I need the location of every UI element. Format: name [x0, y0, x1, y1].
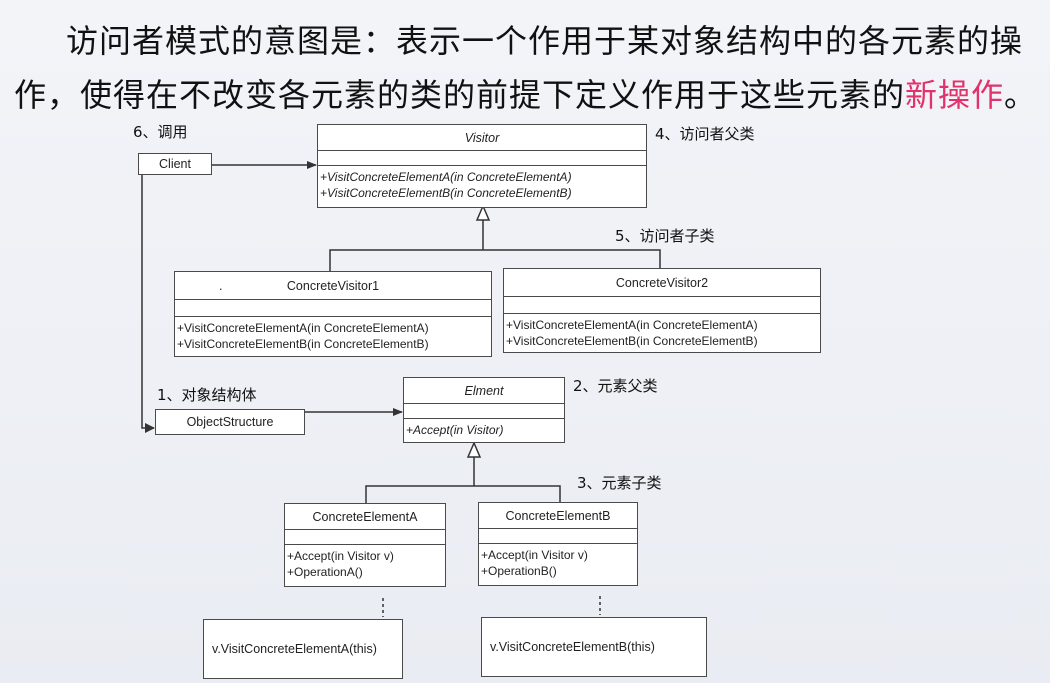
client-objectstructure-arrowhead: [145, 423, 155, 433]
element-operations: +Accept(in Visitor): [404, 418, 564, 441]
concrete-element-a-attributes: [285, 529, 445, 544]
stray-dot: .: [219, 279, 223, 293]
concrete-visitor1-class[interactable]: . ConcreteVisitor1 +VisitConcreteElement…: [174, 271, 492, 357]
concrete-element-a-operations: +Accept(in Visitor v) +OperationA(): [285, 544, 445, 583]
visitor-op: +VisitConcreteElementB(in ConcreteElemen…: [320, 186, 572, 200]
concrete-element-b-class[interactable]: ConcreteElementB +Accept(in Visitor v) +…: [478, 502, 638, 586]
concrete-visitor2-op: +VisitConcreteElementA(in ConcreteElemen…: [506, 318, 758, 332]
concrete-visitor1-operations: +VisitConcreteElementA(in ConcreteElemen…: [175, 316, 491, 355]
client-objectstructure-association: [141, 174, 154, 429]
note-element-b-text: v.VisitConcreteElementB(this): [490, 640, 655, 654]
visitor-class[interactable]: Visitor +VisitConcreteElementA(in Concre…: [317, 124, 647, 208]
concrete-visitor2-attributes: [504, 296, 820, 313]
concrete-visitor-role-label: 5、访问者子类: [615, 227, 715, 245]
concrete-element-b-attributes: [479, 528, 637, 543]
element-op: +Accept(in Visitor): [406, 423, 504, 437]
visitor-attributes: [318, 150, 646, 165]
element-generalization-arrow: [466, 441, 482, 458]
concrete-element-a-op: +OperationA(): [287, 565, 363, 579]
intent-line-2-end: 。: [1004, 76, 1038, 114]
note-element-b: v.VisitConcreteElementB(this): [481, 617, 707, 677]
object-structure-class-name: ObjectStructure: [186, 415, 274, 429]
visitor-generalization-arrow: [475, 204, 491, 221]
note-element-a-text: v.VisitConcreteElementA(this): [212, 642, 377, 656]
intent-line-2: 作，使得在不改变各元素的类的前提下定义作用于这些元素的新操作。: [14, 68, 1044, 122]
concrete-element-b-op: +OperationB(): [481, 564, 557, 578]
concrete-element-a-op: +Accept(in Visitor v): [287, 549, 394, 563]
intent-statement: 访问者模式的意图是：表示一个作用于某对象结构中的各元素的操 作，使得在不改变各元…: [14, 14, 1044, 122]
concrete-visitor2-op: +VisitConcreteElementB(in ConcreteElemen…: [506, 334, 758, 348]
object-structure-class[interactable]: ObjectStructure: [155, 409, 305, 435]
intent-line-1-text: 访问者模式的意图是：表示一个作用于某对象结构中的各元素的操: [66, 22, 1024, 60]
visitor-role-label: 4、访问者父类: [655, 125, 755, 143]
concrete-visitor1-op: +VisitConcreteElementA(in ConcreteElemen…: [177, 321, 429, 335]
note-element-a: v.VisitConcreteElementA(this): [203, 619, 403, 679]
client-class[interactable]: Client: [138, 153, 212, 175]
concrete-element-role-label: 3、元素子类: [577, 474, 662, 492]
client-class-name: Client: [159, 157, 191, 171]
intent-line-2-text: 作，使得在不改变各元素的类的前提下定义作用于这些元素的: [14, 76, 906, 114]
concrete-element-b-class-name: ConcreteElementB: [505, 509, 611, 523]
visitor-operations: +VisitConcreteElementA(in ConcreteElemen…: [318, 165, 646, 204]
intent-highlight: 新操作: [905, 76, 1005, 114]
concrete-visitor2-operations: +VisitConcreteElementA(in ConcreteElemen…: [504, 313, 820, 352]
concrete-visitor2-class[interactable]: ConcreteVisitor2 +VisitConcreteElementA(…: [503, 268, 821, 353]
visitor-class-name: Visitor: [464, 131, 500, 145]
concrete-visitor2-class-name: ConcreteVisitor2: [615, 276, 709, 290]
concrete-visitor1-attributes: [175, 299, 491, 316]
concrete-element-a-class-name: ConcreteElementA: [312, 510, 418, 524]
element-class-name: Elment: [464, 384, 504, 398]
visitor-op: +VisitConcreteElementA(in ConcreteElemen…: [320, 170, 572, 184]
concrete-element-b-operations: +Accept(in Visitor v) +OperationB(): [479, 543, 637, 582]
intent-line-1: 访问者模式的意图是：表示一个作用于某对象结构中的各元素的操: [14, 14, 1044, 68]
element-attributes: [404, 403, 564, 418]
object-structure-role-label: 1、对象结构体: [157, 386, 257, 404]
concrete-element-b-op: +Accept(in Visitor v): [481, 548, 588, 562]
element-role-label: 2、元素父类: [573, 377, 658, 395]
concrete-visitor1-name-text: ConcreteVisitor1: [286, 279, 380, 293]
element-class[interactable]: Elment +Accept(in Visitor): [403, 377, 565, 443]
concrete-visitor1-class-name: . ConcreteVisitor1: [175, 272, 491, 299]
concrete-element-a-class[interactable]: ConcreteElementA +Accept(in Visitor v) +…: [284, 503, 446, 587]
concrete-visitor1-op: +VisitConcreteElementB(in ConcreteElemen…: [177, 337, 429, 351]
client-role-label: 6、调用: [133, 123, 188, 141]
